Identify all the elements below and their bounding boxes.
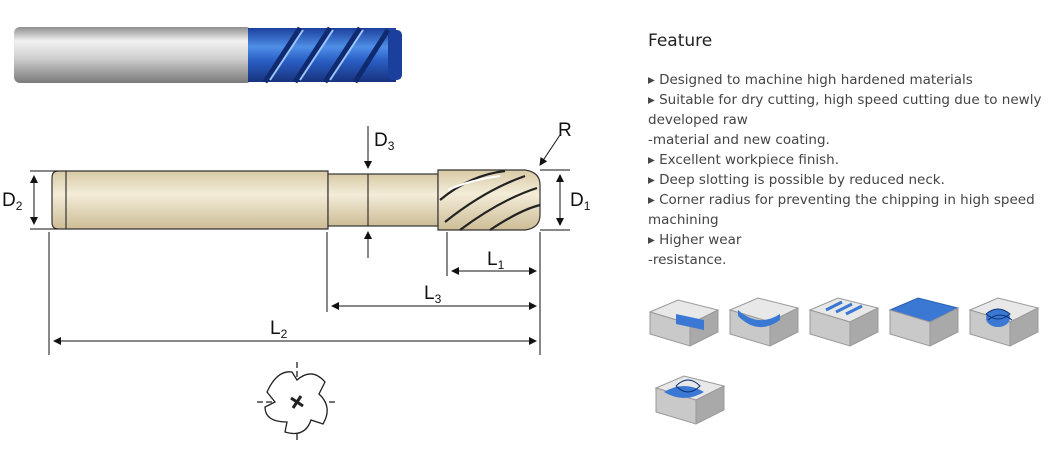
slotting-icon — [808, 297, 880, 347]
feature-item: ▸ Deep slotting is possible by reduced n… — [648, 172, 945, 188]
feature-item: ▸ Corner radius for preventing the chipp… — [648, 192, 1035, 228]
face-milling-icon — [888, 297, 960, 347]
feature-item: ▸ Higher wear — [648, 232, 742, 248]
pocket-milling-icon — [728, 297, 800, 347]
tool-photo — [14, 26, 402, 84]
feature-item: ▸ Suitable for dry cutting, high speed c… — [648, 92, 1042, 128]
shoulder-milling-icon — [648, 299, 720, 347]
feature-item: -resistance. — [648, 252, 727, 268]
application-icons — [648, 290, 1058, 440]
tool-outline — [51, 169, 541, 231]
feature-panel: Feature ▸ Designed to machine high harde… — [648, 0, 1058, 450]
label-d2: D2 — [2, 190, 23, 213]
tool-drawing-panel: D3 R D2 D1 L1 L3 L2 — [2, 26, 591, 442]
feature-item: ▸ Designed to machine high hardened mate… — [648, 72, 973, 88]
helical-milling-icon — [968, 297, 1040, 347]
feature-title: Feature — [648, 31, 713, 51]
end-mill-technical-drawing: D3 R D2 D1 L1 L3 L2 — [2, 26, 591, 442]
label-l2: L2 — [270, 318, 288, 341]
ramping-icon — [654, 375, 726, 425]
label-l1: L1 — [487, 249, 505, 272]
feature-list: ▸ Designed to machine high hardened mate… — [648, 70, 1048, 270]
label-d1: D1 — [570, 190, 591, 213]
feature-item: -material and new coating. — [648, 132, 830, 148]
label-l3: L3 — [424, 283, 442, 306]
feature-item: ▸ Excellent workpiece finish. — [648, 152, 840, 168]
label-d3: D3 — [374, 130, 395, 153]
label-radius: R — [558, 120, 572, 141]
dimension-lines — [30, 126, 570, 355]
cross-section-icon — [257, 362, 337, 442]
